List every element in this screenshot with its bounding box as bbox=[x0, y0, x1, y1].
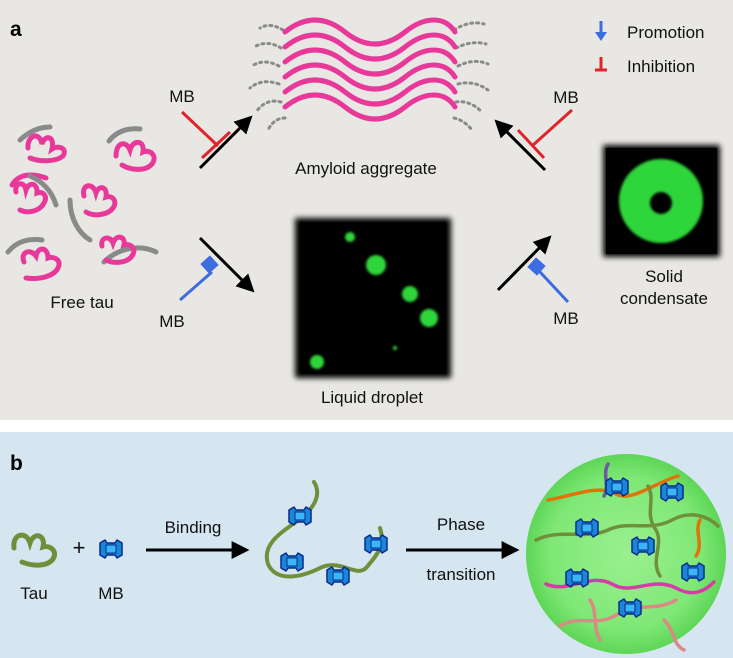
free-tau-label: Free tau bbox=[50, 293, 113, 312]
arrow-liquid-to-solid bbox=[496, 235, 552, 292]
mb-inhibition-left bbox=[180, 110, 232, 160]
phase-transition-label-line2: transition bbox=[427, 565, 496, 584]
legend-inhibition-label: Inhibition bbox=[627, 57, 695, 76]
solid-condensate-label-line2: condensate bbox=[620, 289, 708, 308]
legend: Promotion Inhibition bbox=[595, 21, 704, 76]
solid-condensate-label-line1: Solid bbox=[645, 267, 683, 286]
solid-condensate-image bbox=[603, 145, 720, 257]
arrow-solid-to-amyloid bbox=[494, 119, 547, 172]
mb-label-inhibition-right: MB bbox=[553, 88, 579, 107]
tau-mb-complex bbox=[264, 480, 388, 586]
amyloid-aggregate bbox=[248, 17, 490, 132]
arrow-free-to-amyloid bbox=[198, 115, 253, 170]
tau-label: Tau bbox=[20, 584, 47, 603]
free-tau-cluster bbox=[5, 124, 159, 281]
promotion-icon bbox=[595, 21, 607, 41]
panel-a-letter: a bbox=[10, 18, 22, 41]
mb-label-promotion-right: MB bbox=[553, 309, 579, 328]
panel-b-letter: b bbox=[10, 452, 23, 475]
condensate-droplet bbox=[526, 454, 726, 654]
liquid-droplet-image bbox=[295, 218, 451, 378]
binding-label: Binding bbox=[165, 518, 222, 537]
mb-label-inhibition-left: MB bbox=[169, 87, 195, 106]
liquid-droplet-label: Liquid droplet bbox=[321, 388, 423, 407]
tau-symbol bbox=[11, 532, 58, 568]
mb-promotion-right bbox=[527, 257, 570, 304]
mb-symbol bbox=[99, 539, 123, 559]
legend-promotion-label: Promotion bbox=[627, 23, 704, 42]
mb-promotion-left bbox=[179, 255, 219, 302]
mb-label-b: MB bbox=[98, 584, 124, 603]
mb-inhibition-right bbox=[516, 108, 574, 160]
plus-sign: + bbox=[73, 535, 86, 560]
phase-transition-label-line1: Phase bbox=[437, 515, 485, 534]
inhibition-icon bbox=[595, 57, 607, 72]
arrow-free-to-liquid bbox=[198, 236, 255, 293]
amyloid-aggregate-label: Amyloid aggregate bbox=[295, 159, 437, 178]
mb-label-promotion-left: MB bbox=[159, 312, 185, 331]
